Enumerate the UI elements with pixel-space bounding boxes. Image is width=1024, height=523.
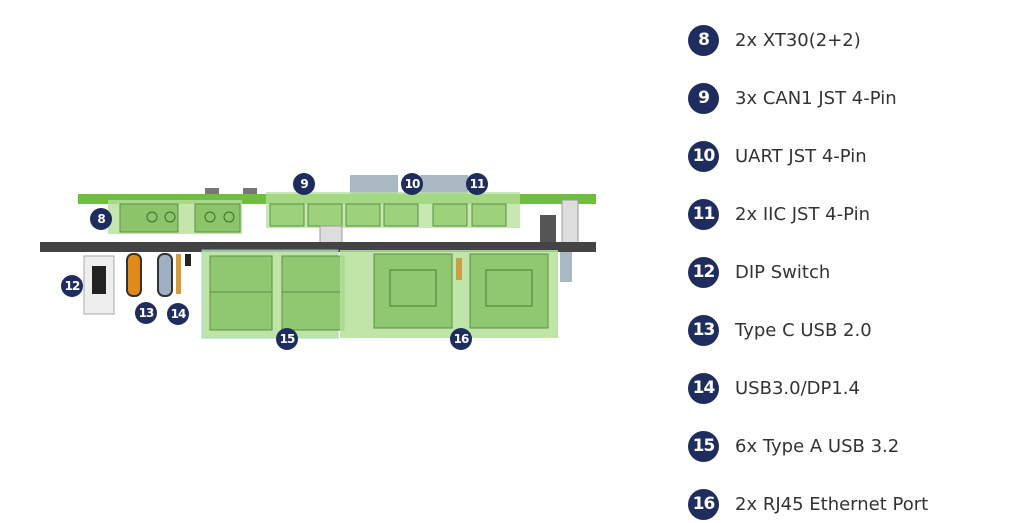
rj45-ports <box>340 250 558 338</box>
callout-8: 8 <box>90 208 112 230</box>
legend-badge: 11 <box>688 198 719 230</box>
callout-15: 15 <box>276 328 298 350</box>
legend-badge: 15 <box>688 430 719 462</box>
legend-item: 14 USB3.0/DP1.4 <box>688 372 860 404</box>
legend-label: 6x Type A USB 3.2 <box>735 435 900 457</box>
legend-item: 16 2x RJ45 Ethernet Port <box>688 488 928 520</box>
legend-badge: 13 <box>688 314 719 346</box>
callout-11: 11 <box>466 173 488 195</box>
xt30-connectors <box>108 200 242 234</box>
legend-item: 10 UART JST 4-Pin <box>688 140 867 172</box>
legend-label: DIP Switch <box>735 261 831 283</box>
jst-connectors <box>266 192 520 228</box>
legend-item: 15 6x Type A USB 3.2 <box>688 430 899 462</box>
legend-badge: 8 <box>688 24 719 56</box>
legend-label: 2x IIC JST 4-Pin <box>735 203 870 225</box>
legend-label: 2x XT30(2+2) <box>735 29 861 51</box>
legend-item: 11 2x IIC JST 4-Pin <box>688 198 870 230</box>
callout-10: 10 <box>401 173 423 195</box>
callout-16: 16 <box>450 328 472 350</box>
legend-item: 8 2x XT30(2+2) <box>688 24 861 56</box>
usb-c-2 <box>126 253 142 297</box>
legend-badge: 12 <box>688 256 719 288</box>
legend-badge: 14 <box>688 372 719 404</box>
legend-badge: 16 <box>688 488 719 520</box>
usb-c-3 <box>157 253 173 297</box>
callout-14: 14 <box>167 303 189 325</box>
legend-label: Type C USB 2.0 <box>735 319 872 341</box>
legend-label: UART JST 4-Pin <box>735 145 867 167</box>
legend-label: USB3.0/DP1.4 <box>735 377 860 399</box>
main-pcb <box>40 242 596 252</box>
legend-item: 13 Type C USB 2.0 <box>688 314 872 346</box>
usb-a-ports <box>201 249 345 339</box>
callout-9: 9 <box>293 173 315 195</box>
legend-badge: 9 <box>688 82 719 114</box>
callout-12: 12 <box>61 275 83 297</box>
legend-label: 3x CAN1 JST 4-Pin <box>735 87 897 109</box>
callout-13: 13 <box>135 302 157 324</box>
legend-item: 12 DIP Switch <box>688 256 830 288</box>
legend-label: 2x RJ45 Ethernet Port <box>735 493 929 515</box>
board-side-view <box>40 175 596 339</box>
legend-item: 9 3x CAN1 JST 4-Pin <box>688 82 897 114</box>
legend-badge: 10 <box>688 140 719 172</box>
